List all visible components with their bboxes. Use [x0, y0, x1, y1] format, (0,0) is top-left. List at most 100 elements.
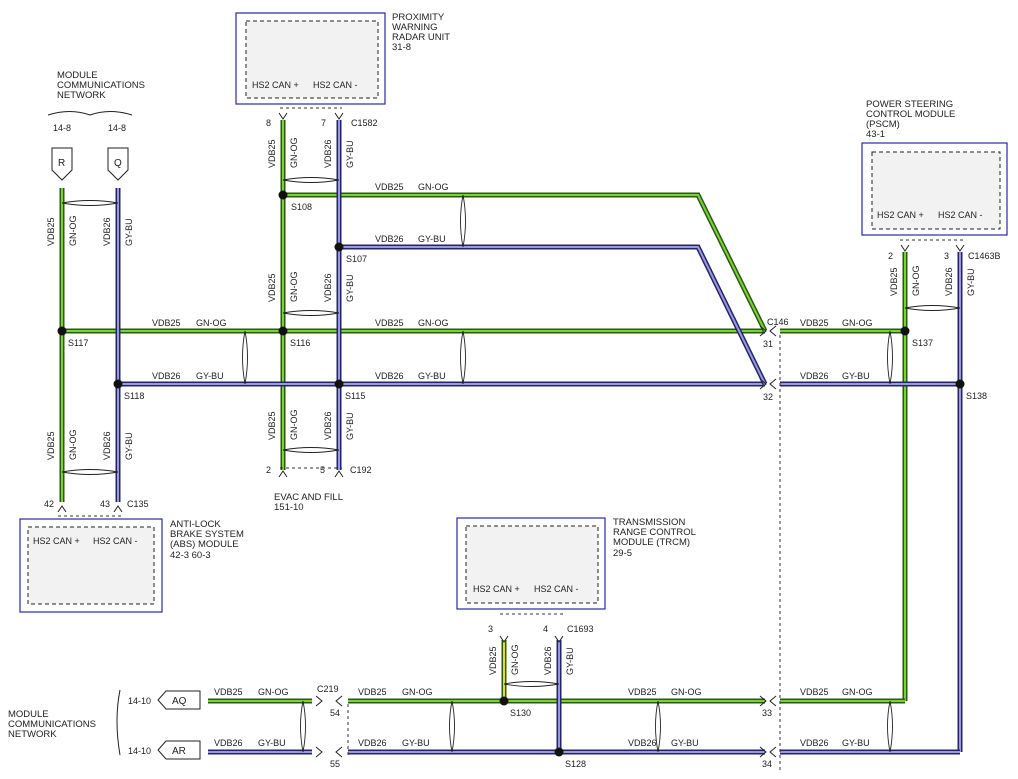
splice-s117-dot: [57, 326, 67, 336]
network-top-title-3: NETWORK: [57, 90, 106, 101]
wl-h12-k: GN-OG: [842, 687, 873, 697]
radar-pin-can-minus: HS2 CAN -: [313, 80, 358, 90]
connector-tag-aq: [157, 690, 201, 710]
pin-trcm-4: 4: [543, 624, 548, 634]
wl-h16-c: VDB26: [800, 738, 829, 748]
wl-v7-k: GN-OG: [289, 272, 299, 303]
wl-v7-c: VDB25: [267, 273, 277, 302]
network-top-title-2: COMMUNICATIONS: [57, 80, 145, 91]
pin-32: 32: [763, 392, 773, 402]
wl-h13-k: GY-BU: [258, 738, 286, 748]
connector-tag-q: [107, 147, 129, 181]
splice-s128-dot: [554, 747, 564, 757]
wl-v6-k: GY-BU: [345, 140, 355, 168]
vertical-wire-labels: VDB25 GN-OG VDB26 GY-BU VDB25 GN-OG VDB2…: [46, 138, 976, 676]
wl-h10-k: GN-OG: [402, 687, 433, 697]
abs-pin-can-plus: HS2 CAN +: [33, 536, 80, 546]
tag-r-label: R: [58, 158, 65, 169]
tag-ar-label: AR: [172, 746, 186, 757]
label-s117: S117: [68, 338, 88, 348]
label-s138: S138: [966, 391, 987, 401]
wl-h1-k: GN-OG: [418, 182, 449, 192]
network-top-title-1: MODULE: [57, 70, 98, 81]
label-c1463b: C1463B: [968, 251, 1001, 261]
connector-arrows: [57, 112, 965, 758]
wl-h14-c: VDB26: [358, 738, 387, 748]
wl-v1-k: GN-OG: [68, 216, 78, 247]
wl-v5-c: VDB25: [267, 139, 277, 168]
label-c192: C192: [350, 465, 372, 475]
trcm-module: HS2 CAN + HS2 CAN - TRANSMISSION RANGE C…: [456, 517, 696, 610]
pscm-pin-can-minus: HS2 CAN -: [938, 210, 983, 220]
network-bottom-title-1: MODULE: [8, 709, 49, 720]
radar-module: HS2 CAN + HS2 CAN - PROXIMITY WARNING RA…: [235, 12, 450, 105]
connector-labels: C1582 C146 C1463B C192 C135 C1693 C219 8…: [44, 118, 1001, 769]
network-bottom: MODULE COMMUNICATIONS NETWORK 14-10 14-1…: [8, 689, 201, 760]
pin-31: 31: [763, 339, 773, 349]
wl-h9-c: VDB25: [214, 687, 243, 697]
wl-h1-c: VDB25: [375, 182, 404, 192]
splice-s116-dot: [278, 326, 288, 336]
wires-vdb25: [59, 120, 908, 704]
label-s118: S118: [124, 391, 144, 401]
wl-h10-c: VDB25: [358, 687, 387, 697]
wl-v12-c: VDB26: [944, 267, 954, 296]
pscm-name-1: POWER STEERING: [866, 99, 953, 110]
wl-h6-k: GY-BU: [196, 371, 224, 381]
trcm-pin-can-minus: HS2 CAN -: [534, 584, 579, 594]
wl-h7-c: VDB26: [375, 371, 404, 381]
splice-points: [57, 190, 965, 757]
pin-evac-5: 5: [320, 465, 325, 475]
network-top: MODULE COMMUNICATIONS NETWORK 14-8 14-8 …: [47, 70, 145, 181]
wl-h15-k: GY-BU: [671, 738, 699, 748]
network-top-ref-r: 14-8: [53, 123, 71, 133]
splice-labels: S108 S107 S117 S116 S118 S115 S137 S138 …: [68, 202, 987, 769]
pscm-pin-can-plus: HS2 CAN +: [877, 210, 924, 220]
wl-h2-k: GY-BU: [418, 234, 446, 244]
trcm-pin-can-plus: HS2 CAN +: [473, 584, 520, 594]
splice-s108-dot: [278, 190, 288, 200]
wl-h13-c: VDB26: [214, 738, 243, 748]
pscm-module: HS2 CAN + HS2 CAN - POWER STEERING CONTR…: [861, 99, 1008, 236]
wl-h11-k: GN-OG: [671, 687, 702, 697]
label-s130: S130: [510, 708, 531, 718]
pin-pscm-3: 3: [944, 251, 949, 261]
label-c1693: C1693: [567, 624, 594, 634]
network-top-ref-q: 14-8: [108, 123, 126, 133]
wl-h5-c: VDB25: [800, 318, 829, 328]
wl-v3-c: VDB25: [46, 431, 56, 460]
wl-h15-c: VDB26: [628, 738, 657, 748]
label-s128: S128: [565, 759, 586, 769]
wl-v1-c: VDB25: [46, 217, 56, 246]
wl-v9-k: GN-OG: [289, 410, 299, 441]
wl-v10-k: GY-BU: [345, 412, 355, 440]
label-c219: C219: [317, 684, 339, 694]
wl-v4-c: VDB26: [102, 431, 112, 460]
wl-v14-c: VDB26: [543, 646, 553, 675]
splice-s115-dot: [334, 379, 344, 389]
splice-s138-dot: [955, 379, 965, 389]
wl-h3-k: GN-OG: [196, 318, 227, 328]
wl-h6-c: VDB26: [152, 371, 181, 381]
wl-v10-c: VDB26: [323, 411, 333, 440]
wl-v8-k: GY-BU: [345, 274, 355, 302]
trcm-ref: 29-5: [613, 548, 632, 559]
evac-ref: 151-10: [274, 502, 304, 513]
pin-54: 54: [330, 708, 340, 718]
wl-h14-k: GY-BU: [402, 738, 430, 748]
radar-pin-can-plus: HS2 CAN +: [252, 80, 299, 90]
pin-trcm-3: 3: [488, 624, 493, 634]
pin-43: 43: [100, 499, 110, 509]
wl-v11-k: GN-OG: [911, 266, 921, 297]
wl-v4-k: GY-BU: [124, 432, 134, 460]
wl-h8-k: GY-BU: [842, 371, 870, 381]
twisted-pair-markers: [61, 177, 961, 753]
wl-v9-c: VDB25: [267, 411, 277, 440]
pin-7: 7: [321, 118, 326, 128]
pin-55: 55: [330, 759, 340, 769]
horizontal-wire-labels: VDB25 GN-OG VDB26 GY-BU VDB25 GN-OG VDB2…: [152, 182, 873, 748]
label-s115: S115: [345, 391, 365, 401]
trcm-name-2: RANGE CONTROL: [613, 527, 696, 538]
